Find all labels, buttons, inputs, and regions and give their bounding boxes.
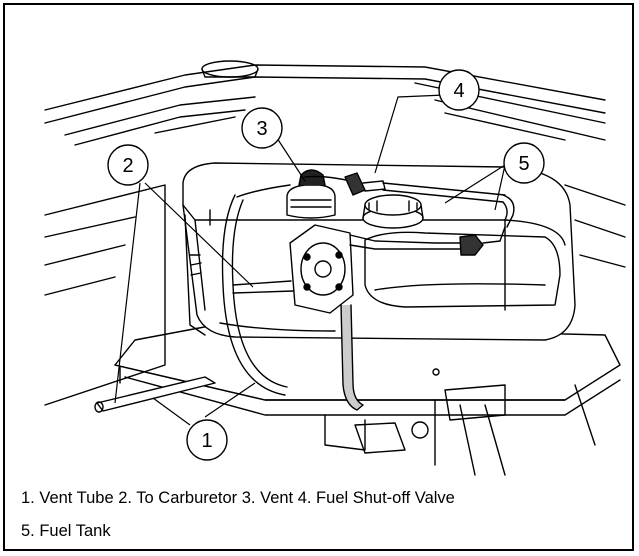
- callout-5-number: 5: [518, 153, 529, 175]
- leader-lines: [114, 94, 506, 426]
- callout-1-number: 1: [201, 430, 212, 452]
- callout-1: 1: [186, 419, 228, 461]
- callout-4: 4: [438, 69, 480, 111]
- fuel-tank: [182, 162, 576, 341]
- callouts: 1 2 3 4 5: [107, 69, 545, 461]
- callout-2-number: 2: [122, 155, 133, 177]
- figure-caption-line-1: 1. Vent Tube 2. To Carburetor 3. Vent 4.…: [21, 489, 455, 507]
- vent-tube: [94, 184, 294, 413]
- callout-3: 3: [241, 107, 283, 149]
- callout-2: 2: [107, 144, 149, 186]
- figure-caption-line-2: 5. Fuel Tank: [21, 522, 111, 540]
- callout-5: 5: [503, 142, 545, 184]
- fuel-pump: [289, 224, 506, 411]
- fuel-shutoff-valve: [304, 172, 515, 228]
- fuel-system-illustration: 1 2 3 4 5: [44, 60, 626, 476]
- callout-3-number: 3: [256, 118, 267, 140]
- figure-frame: 1 2 3 4 5 1. Vent Tube 2. To Carburetor …: [3, 3, 634, 551]
- callout-4-number: 4: [453, 80, 464, 102]
- vent-fitting: [286, 169, 336, 219]
